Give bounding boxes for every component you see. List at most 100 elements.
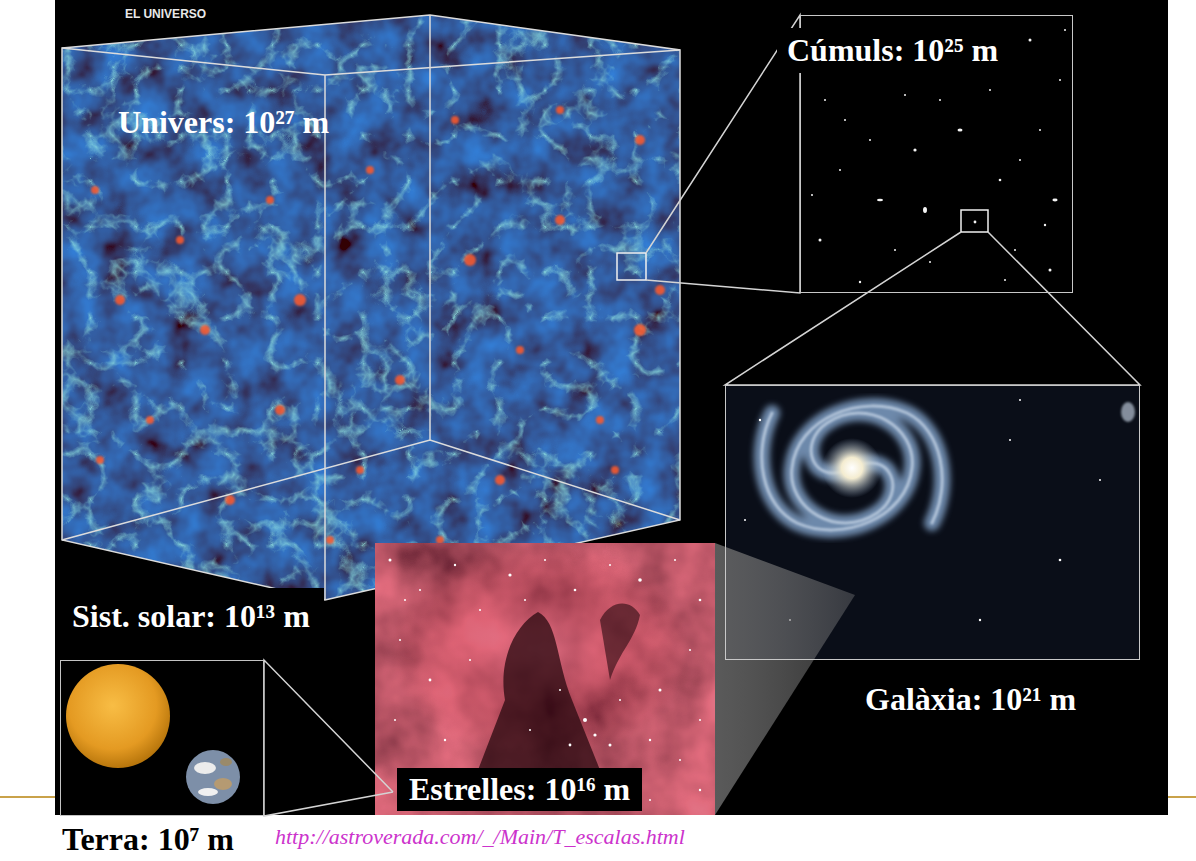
- galaxy-field: [1064, 29, 1066, 31]
- black-ground: [55, 0, 1168, 815]
- nebula-picture: [574, 589, 577, 592]
- cosmic-web: [356, 466, 364, 474]
- cosmic-web: [555, 215, 565, 225]
- scale-label: Sist. solar: 10¹³ m: [58, 588, 324, 645]
- cosmic-web: [55, 0, 685, 610]
- spiral-galaxy: [822, 438, 882, 498]
- nebula-picture: [649, 739, 651, 741]
- cosmic-web: [91, 106, 665, 544]
- galaxy-field: [877, 199, 883, 202]
- cosmic-web: [464, 254, 476, 266]
- cosmic-web: [596, 416, 604, 424]
- spiral-galaxy: [744, 519, 746, 521]
- galaxy-field: [1039, 129, 1041, 131]
- nebula-picture: [619, 699, 621, 701]
- cosmic-web: [395, 375, 405, 385]
- nebula-picture: [479, 609, 481, 611]
- nebula-picture: [375, 543, 715, 815]
- spiral-galaxy: [762, 406, 942, 530]
- sun-earth-picture: [214, 778, 232, 790]
- nebula-picture: [419, 589, 421, 591]
- nebula-picture: [544, 559, 546, 561]
- universe-cube: EL UNIVERSOUnivers: 10²⁷ m: [55, 0, 685, 600]
- galaxy-field: [1019, 159, 1021, 161]
- cosmic-web: [96, 456, 104, 464]
- galaxy-field: [974, 221, 977, 224]
- cube-wireframe: [62, 48, 680, 600]
- galaxy-field: [1052, 199, 1057, 202]
- nebula-picture: [389, 559, 702, 802]
- cosmic-web: [366, 166, 374, 174]
- galaxy-field: [811, 194, 813, 196]
- sun-earth-picture: [198, 788, 218, 796]
- spiral-galaxy: [979, 619, 981, 621]
- sun-earth-picture: [186, 750, 240, 804]
- galaxy-field: [859, 281, 861, 283]
- galaxy-field: [913, 148, 916, 151]
- galaxy-field: [869, 139, 871, 141]
- cosmic-web: [266, 196, 274, 204]
- nebula-picture: [444, 739, 446, 741]
- solar-panel: Sist. solar: 10¹³ m Terra: 10⁷ m: [58, 588, 392, 860]
- galaxy-panel: Galàxia: 10²¹ m: [725, 385, 1140, 660]
- nebula-picture: [689, 649, 691, 651]
- cosmic-web: [176, 236, 184, 244]
- cosmic-web: [634, 324, 646, 336]
- spiral-galaxy: [1099, 479, 1101, 481]
- nebula-picture: [569, 744, 572, 747]
- spiral-galaxy: [1121, 402, 1135, 422]
- galaxy-field: [904, 94, 906, 96]
- cube-wireframe: [62, 15, 680, 600]
- cosmic-web: [294, 294, 306, 306]
- cosmic-web: [655, 285, 665, 295]
- nebula-picture: [389, 559, 392, 562]
- spiral-galaxy: [762, 406, 942, 530]
- scale-label: Terra: 10⁷ m: [62, 821, 234, 858]
- zoom-wedge: [715, 543, 855, 815]
- nebula-picture: [394, 719, 396, 721]
- cosmic-web: [436, 536, 444, 544]
- sun-earth-picture: [66, 664, 240, 804]
- sun-earth-picture: [66, 664, 170, 768]
- nebula-picture: [524, 599, 526, 601]
- zoom-marker: [617, 253, 646, 280]
- galaxy-field: [958, 129, 963, 132]
- cosmic-web: [556, 106, 564, 114]
- nebula-picture: [638, 578, 642, 582]
- zoom-lines: [725, 232, 1140, 385]
- cube-wireframe: [62, 15, 680, 540]
- cosmic-web: [200, 325, 210, 335]
- nebula-picture: [609, 744, 612, 747]
- spiral-galaxy: [762, 413, 913, 530]
- cosmic-web: [495, 475, 505, 485]
- scale-label: Univers: 10²⁷ m: [118, 104, 329, 141]
- cosmic-web: [275, 405, 285, 415]
- galaxy-field: [999, 179, 1002, 182]
- galaxy-field: [1049, 269, 1052, 272]
- galaxy-field: [894, 249, 896, 251]
- cube-wireframe: [62, 15, 680, 600]
- nebula-picture: [454, 564, 456, 566]
- zoom-lines: [264, 660, 393, 816]
- spiral-galaxy: [759, 419, 761, 421]
- cosmic-web: [611, 466, 619, 474]
- cosmic-web: [55, 0, 685, 610]
- spiral-galaxy: [762, 406, 942, 530]
- galaxy-field: [989, 89, 991, 91]
- nebula-picture: [529, 729, 531, 731]
- cosmic-web: [635, 135, 645, 145]
- scale-label: Estrelles: 10¹⁶ m: [397, 768, 642, 811]
- galaxy-field: [1029, 39, 1032, 42]
- scale-label: Cúmuls: 10²⁵ m: [777, 28, 1008, 73]
- spiral-galaxy: [1019, 399, 1021, 401]
- cosmic-web: [225, 495, 235, 505]
- galaxy-field: [1059, 79, 1061, 81]
- nebula-picture: [679, 759, 681, 761]
- nebula-picture: [699, 789, 701, 791]
- nebula-picture: [593, 733, 596, 736]
- cluster-panel: Cúmuls: 10²⁵ m: [800, 15, 1073, 293]
- galaxy-field: [1014, 249, 1016, 251]
